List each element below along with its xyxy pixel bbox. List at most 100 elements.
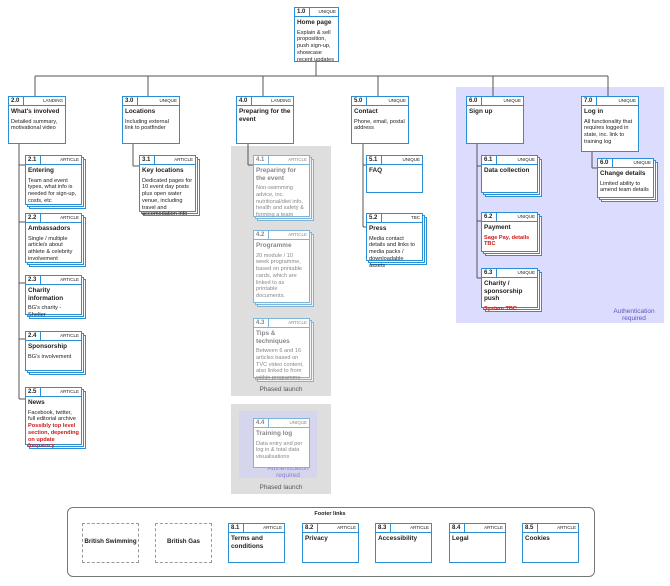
card-number: 2.1 — [28, 156, 37, 163]
card-description: Facebook, twitter, full editorial archiv… — [28, 409, 76, 423]
card-title: Charity information — [28, 287, 64, 302]
card-number: 6.2 — [484, 213, 493, 220]
footer-title: Footer links — [314, 511, 346, 517]
card-description: 20 module / 10 week programme, based on … — [256, 252, 303, 300]
card-title: Cookies — [525, 535, 550, 542]
card-type-badge: UNIQUE — [503, 98, 521, 103]
card-description: Limited ability to amend team details — [600, 180, 649, 194]
card-description: Single / multiple article/s about athlet… — [28, 235, 73, 262]
card-header-divider — [251, 97, 252, 105]
card-description: Dedicated pages for 10 event day posts p… — [142, 177, 193, 218]
card-type-badge: LANDING — [270, 98, 291, 103]
page-card-8-3[interactable]: 8.3 ARTICLE Accessibility — [375, 523, 432, 563]
card-type-badge: ARTICLE — [288, 320, 307, 325]
card-title: Charity / sponsorship push — [484, 280, 523, 302]
card-header-divider — [496, 269, 497, 277]
card-title: News — [28, 399, 45, 406]
card-number: 8.5 — [525, 524, 534, 531]
card-type-badge: UNIQUE — [289, 420, 307, 425]
card-title: Sign up — [469, 108, 493, 115]
card-header-divider — [268, 419, 269, 427]
card-number: 2.4 — [28, 332, 37, 339]
card-note: System TBC — [484, 305, 517, 312]
card-description: Team and event types, what info is neede… — [28, 177, 77, 204]
card-title: Training log — [256, 430, 293, 437]
card-number: 3.0 — [125, 97, 134, 104]
card-title: Privacy — [305, 535, 328, 542]
external-british-swimming[interactable]: British Swimming — [82, 523, 139, 563]
card-type-badge: UNIQUE — [517, 157, 535, 162]
card-header-divider — [268, 319, 269, 327]
card-number: 4.0 — [239, 97, 248, 104]
card-number: 4.2 — [256, 231, 265, 238]
card-header: 2.1 ARTICLE — [26, 156, 81, 165]
card-title: Entering — [28, 167, 54, 174]
card-number: 8.3 — [378, 524, 387, 531]
card-type-badge: UNIQUE — [402, 157, 420, 162]
card-header-divider — [40, 332, 41, 340]
card-type-badge: ARTICLE — [60, 215, 79, 220]
card-header-divider — [381, 156, 382, 164]
card-header-divider — [537, 524, 538, 532]
card-type-badge: ARTICLE — [410, 525, 429, 530]
card-description: Data entry and per log in & total data v… — [256, 440, 303, 461]
card-number: 2.5 — [28, 388, 37, 395]
card-header: 8.3 ARTICLE — [376, 524, 431, 533]
card-type-badge: ARTICLE — [60, 157, 79, 162]
card-header-divider — [496, 213, 497, 221]
auth-caption-signup: Authentication required — [613, 308, 655, 322]
external-british-gas[interactable]: British Gas — [155, 523, 212, 563]
phased-caption-main: Phased launch — [259, 386, 303, 393]
card-type-badge: UNIQUE — [388, 98, 406, 103]
card-title: Legal — [452, 535, 469, 542]
card-title: Contact — [354, 108, 378, 115]
card-header-divider — [464, 524, 465, 532]
card-description: Between 6 and 16 articles based on TVC v… — [256, 348, 304, 382]
card-header-divider — [23, 97, 24, 105]
card-title: Accessibility — [378, 535, 418, 542]
card-number: 8.4 — [452, 524, 461, 531]
card-header-divider — [496, 156, 497, 164]
card-description: BG's charity - Shelter — [28, 305, 62, 318]
auth-caption-log: Authentication required — [267, 465, 309, 479]
